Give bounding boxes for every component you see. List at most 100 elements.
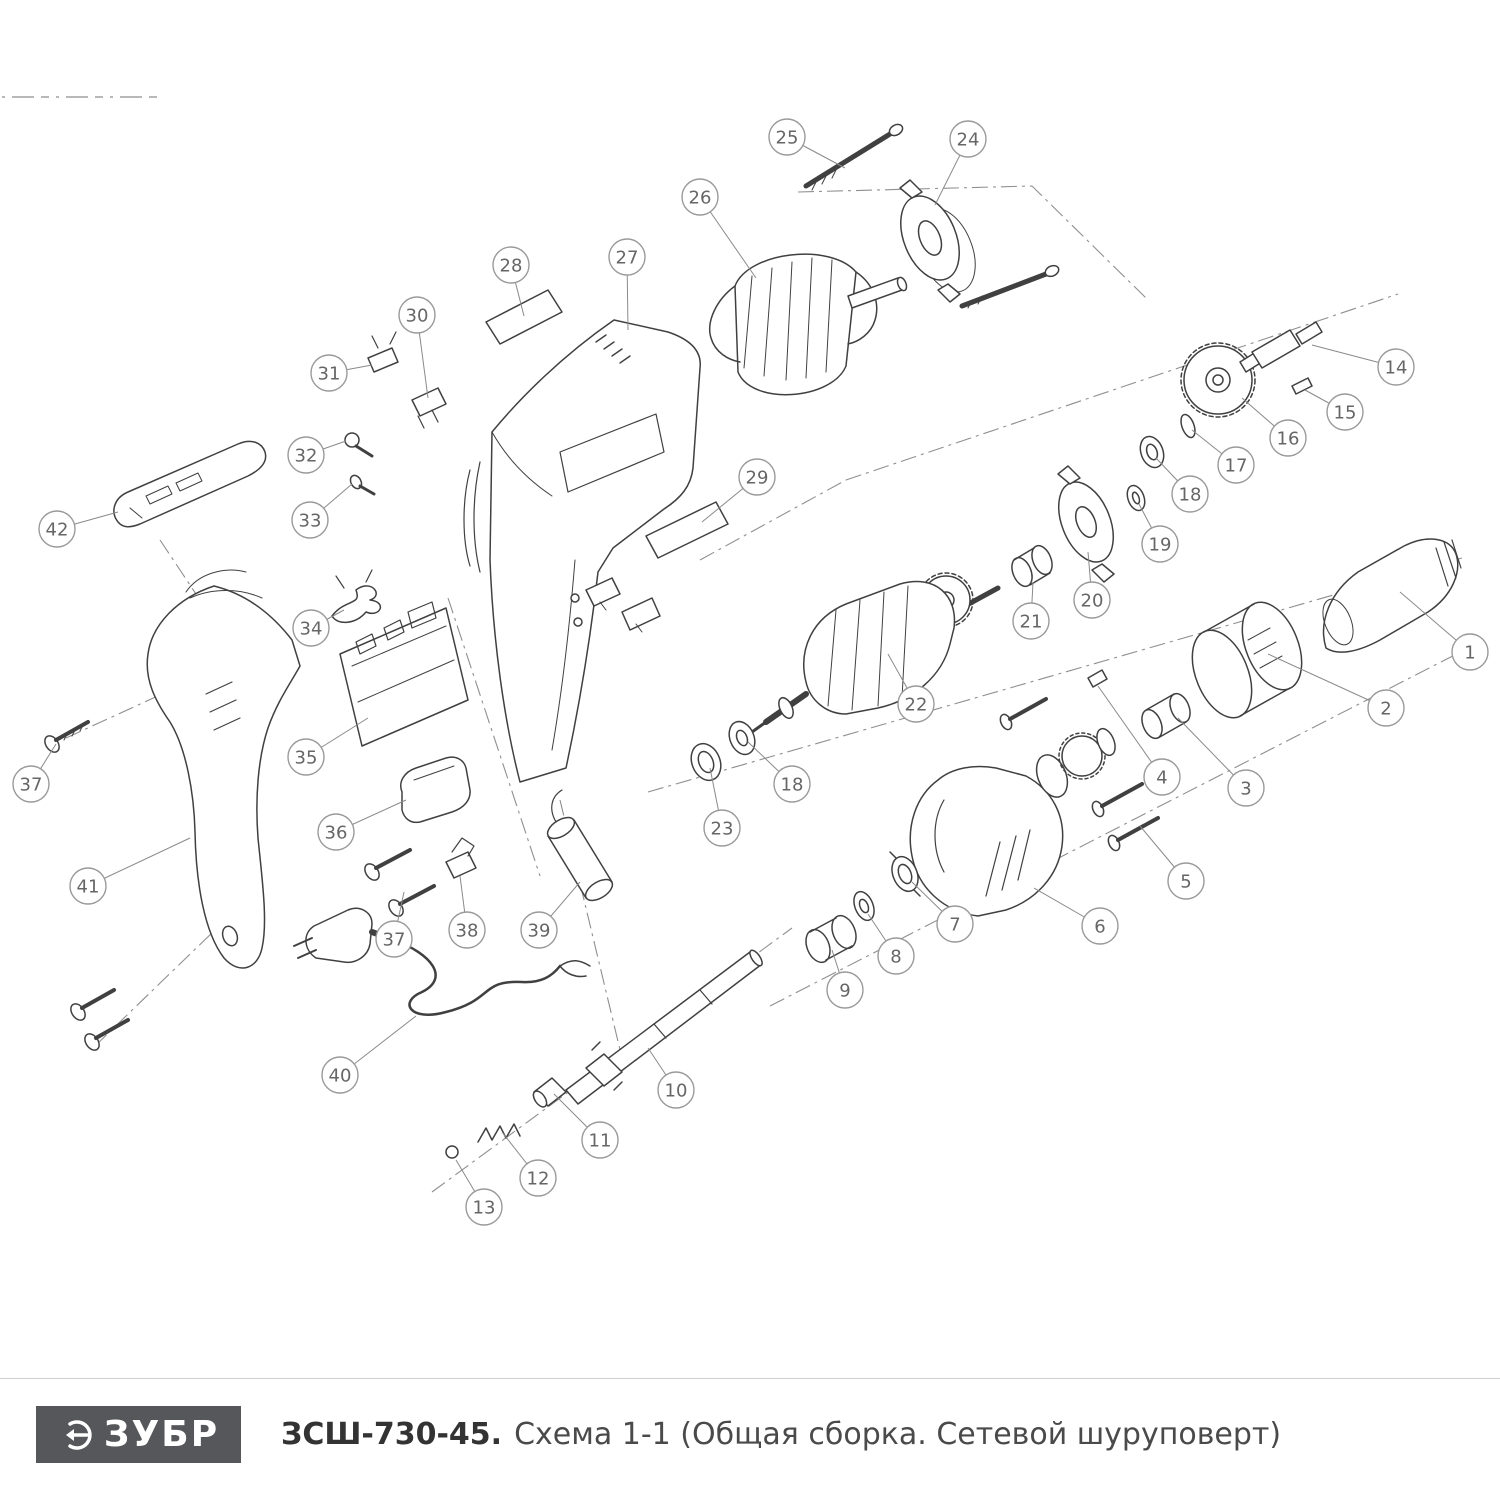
leader-line-2 (1267, 653, 1387, 709)
exploded-diagram: 2524262827303114153216173329184219203421… (2, 96, 1489, 1226)
part-armature-22 (750, 572, 1001, 734)
part-gear-16 (1180, 342, 1256, 418)
part-clutch-ring-2 (1191, 601, 1303, 719)
part-washer-8 (853, 890, 875, 922)
callout-32-9: 32 (287, 436, 347, 474)
callout-number-26: 26 (689, 188, 712, 209)
part-screw-37-left (44, 720, 90, 753)
part-bearing-23 (690, 742, 722, 782)
callout-number-40: 40 (329, 1066, 352, 1087)
callout-21-19: 21 (1012, 581, 1050, 640)
callout-number-36: 36 (325, 823, 348, 844)
brand-logo: ЗУБР (36, 1406, 241, 1463)
callout-37-28: 37 (12, 743, 57, 803)
callout-11-41: 11 (553, 1093, 619, 1159)
callout-number-12: 12 (527, 1169, 550, 1190)
callout-circle-3 (1227, 769, 1265, 807)
callout-circle-12 (519, 1159, 557, 1197)
callout-circle-34 (292, 609, 330, 647)
part-block-38 (445, 837, 477, 879)
callout-14-7: 14 (1311, 344, 1415, 386)
callout-number-33: 33 (299, 511, 322, 532)
callout-number-17: 17 (1225, 456, 1248, 477)
callout-circle-18 (1171, 475, 1209, 513)
callout-number-6: 6 (1094, 917, 1105, 938)
callout-circle-41 (69, 867, 107, 905)
callout-circle-30 (398, 296, 436, 334)
callout-number-8: 8 (890, 947, 901, 968)
callout-circle-27 (608, 238, 646, 276)
part-handle-cap-42 (113, 440, 267, 528)
callout-36-29: 36 (317, 799, 407, 851)
callout-circle-38 (448, 911, 486, 949)
callout-circle-4 (1143, 758, 1181, 796)
callout-39-38: 39 (520, 881, 581, 949)
callout-number-31: 31 (318, 364, 341, 385)
part-rotor-26 (709, 253, 908, 396)
part-spring-12 (477, 1123, 521, 1143)
callout-circle-20 (1073, 581, 1111, 619)
part-key-15 (1291, 377, 1313, 395)
callout-4-25: 4 (1097, 685, 1181, 796)
callout-circle-18 (773, 765, 811, 803)
part-screw-33 (349, 474, 376, 496)
part-brush-plate-20 (1057, 465, 1115, 583)
part-shaft-10 (565, 949, 763, 1105)
callout-number-4: 4 (1156, 768, 1167, 789)
part-washer-7 (889, 851, 921, 897)
footer-divider (0, 1378, 1500, 1379)
callout-number-37: 37 (20, 775, 43, 796)
callout-20-17: 20 (1073, 551, 1111, 619)
callout-33-12: 33 (291, 483, 353, 539)
callout-number-20: 20 (1081, 591, 1104, 612)
part-label-28 (485, 289, 563, 345)
callout-19-16: 19 (1138, 503, 1179, 563)
callout-13-43: 13 (455, 1159, 503, 1226)
callout-circle-8 (877, 937, 915, 975)
model-number: ЗСШ-730-45. (281, 1417, 503, 1452)
callout-18-14: 18 (1155, 457, 1209, 513)
callout-number-14: 14 (1385, 358, 1408, 379)
diagram-caption: ЗСШ-730-45. Схема 1-1 (Общая сборка. Сете… (281, 1417, 1281, 1452)
callout-number-16: 16 (1277, 429, 1300, 450)
callout-38-37: 38 (448, 875, 486, 949)
callout-10-40: 10 (647, 1047, 695, 1109)
callout-circle-32 (287, 436, 325, 474)
leader-line-41 (87, 837, 191, 887)
callout-number-22: 22 (905, 695, 928, 716)
callout-27-4: 27 (608, 238, 646, 331)
part-cover-36 (400, 756, 471, 824)
part-spindle-14 (1239, 321, 1323, 373)
part-washer-17 (1180, 413, 1196, 439)
callout-12-42: 12 (501, 1131, 557, 1197)
callout-34-18: 34 (292, 609, 345, 647)
callout-number-25: 25 (776, 128, 799, 149)
callout-number-42: 42 (46, 520, 69, 541)
part-sleeve-21 (1011, 544, 1053, 588)
part-bolts-25 (803, 123, 1060, 309)
callout-number-39: 39 (528, 921, 551, 942)
callout-circle-42 (38, 510, 76, 548)
callout-circle-35 (287, 738, 325, 776)
part-terminal-31 (367, 331, 399, 373)
part-screws-bottom-left (70, 988, 130, 1051)
callout-number-37: 37 (383, 930, 406, 951)
callout-circle-17 (1217, 446, 1255, 484)
callout-number-11: 11 (589, 1131, 612, 1152)
callout-5-30: 5 (1139, 825, 1205, 900)
callout-number-23: 23 (711, 819, 734, 840)
part-pin-4 (1087, 669, 1108, 688)
scheme-title: Схема 1-1 (Общая сборка. Сетевой шурупов… (514, 1417, 1282, 1452)
part-sleeve-3 (1141, 692, 1191, 740)
callout-circle-40 (321, 1056, 359, 1094)
callout-25: 25 (768, 118, 846, 169)
part-washer-19 (1126, 484, 1146, 512)
part-screws-37-mid (364, 848, 436, 917)
part-bearing-18-lower (728, 720, 756, 756)
callout-number-38: 38 (456, 921, 479, 942)
callout-circle-16 (1269, 419, 1307, 457)
callout-24-1: 24 (934, 120, 987, 206)
part-gear-housing-6 (909, 727, 1116, 917)
callout-23-27: 23 (703, 767, 741, 847)
